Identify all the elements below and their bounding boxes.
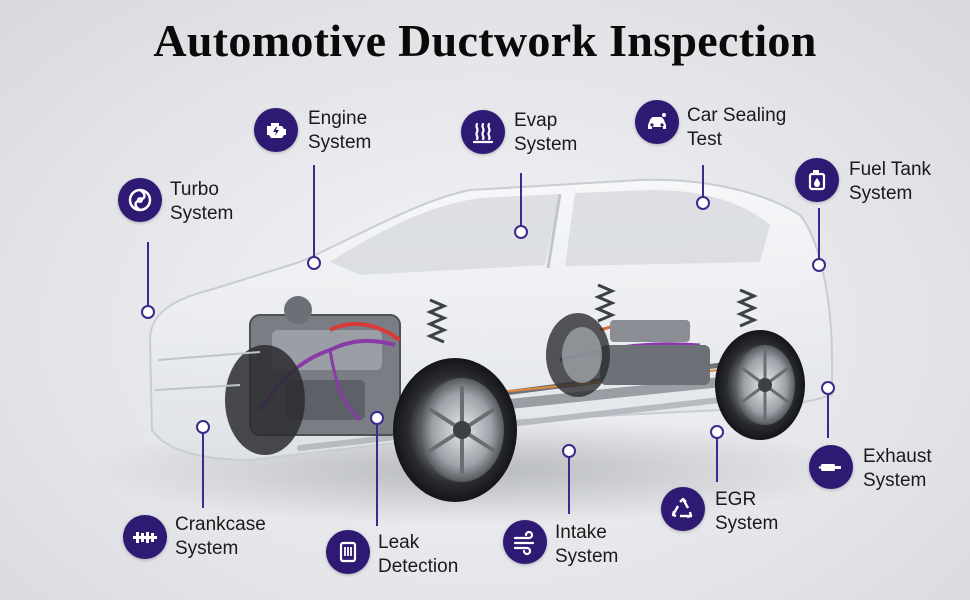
exhaust-leader-line [827,390,829,438]
crankshaft-icon [133,532,157,543]
evap-heat-icon [472,122,494,144]
intake-badge[interactable] [503,520,547,564]
crankcase-badge[interactable] [123,515,167,559]
turbo-badge[interactable] [118,178,162,222]
turbo-leader-line [147,242,149,310]
engine-leader-line [313,165,315,262]
engine-point [307,256,321,270]
evap-point [514,225,528,239]
fuel-tank-icon [808,170,826,191]
fuel-tank-badge[interactable] [795,158,839,202]
evap-leader-line [520,173,522,231]
exhaust-point [821,381,835,395]
car-icon [648,113,666,129]
exhaust-badge[interactable] [809,445,853,489]
leak-leader-line [376,418,378,526]
crankcase-point [196,420,210,434]
car-sealing-badge[interactable] [635,100,679,144]
leak-point [370,411,384,425]
car-sealing-point [696,196,710,210]
egr-leader-line [716,432,718,482]
airflow-icon [513,530,535,556]
fuel-tank-leader-line [818,208,820,263]
egr-point [710,425,724,439]
car-sealing-leader-line [702,165,704,203]
turbo-point [141,305,155,319]
page-title: Automotive Ductwork Inspection [153,15,817,66]
engine-check-icon [267,123,286,138]
intake-point [562,444,576,458]
leak-badge[interactable] [326,530,370,574]
leak-detector-icon [339,541,357,563]
intake-leader-line [568,452,570,514]
engine-badge[interactable] [254,108,298,152]
crankcase-leader-line [202,428,204,508]
fuel-tank-point [812,258,826,272]
exhaust-pipe-icon [818,464,841,471]
evap-badge[interactable] [461,110,505,154]
recycle-icon [671,497,693,519]
egr-badge[interactable] [661,487,705,531]
turbo-icon [128,188,152,212]
